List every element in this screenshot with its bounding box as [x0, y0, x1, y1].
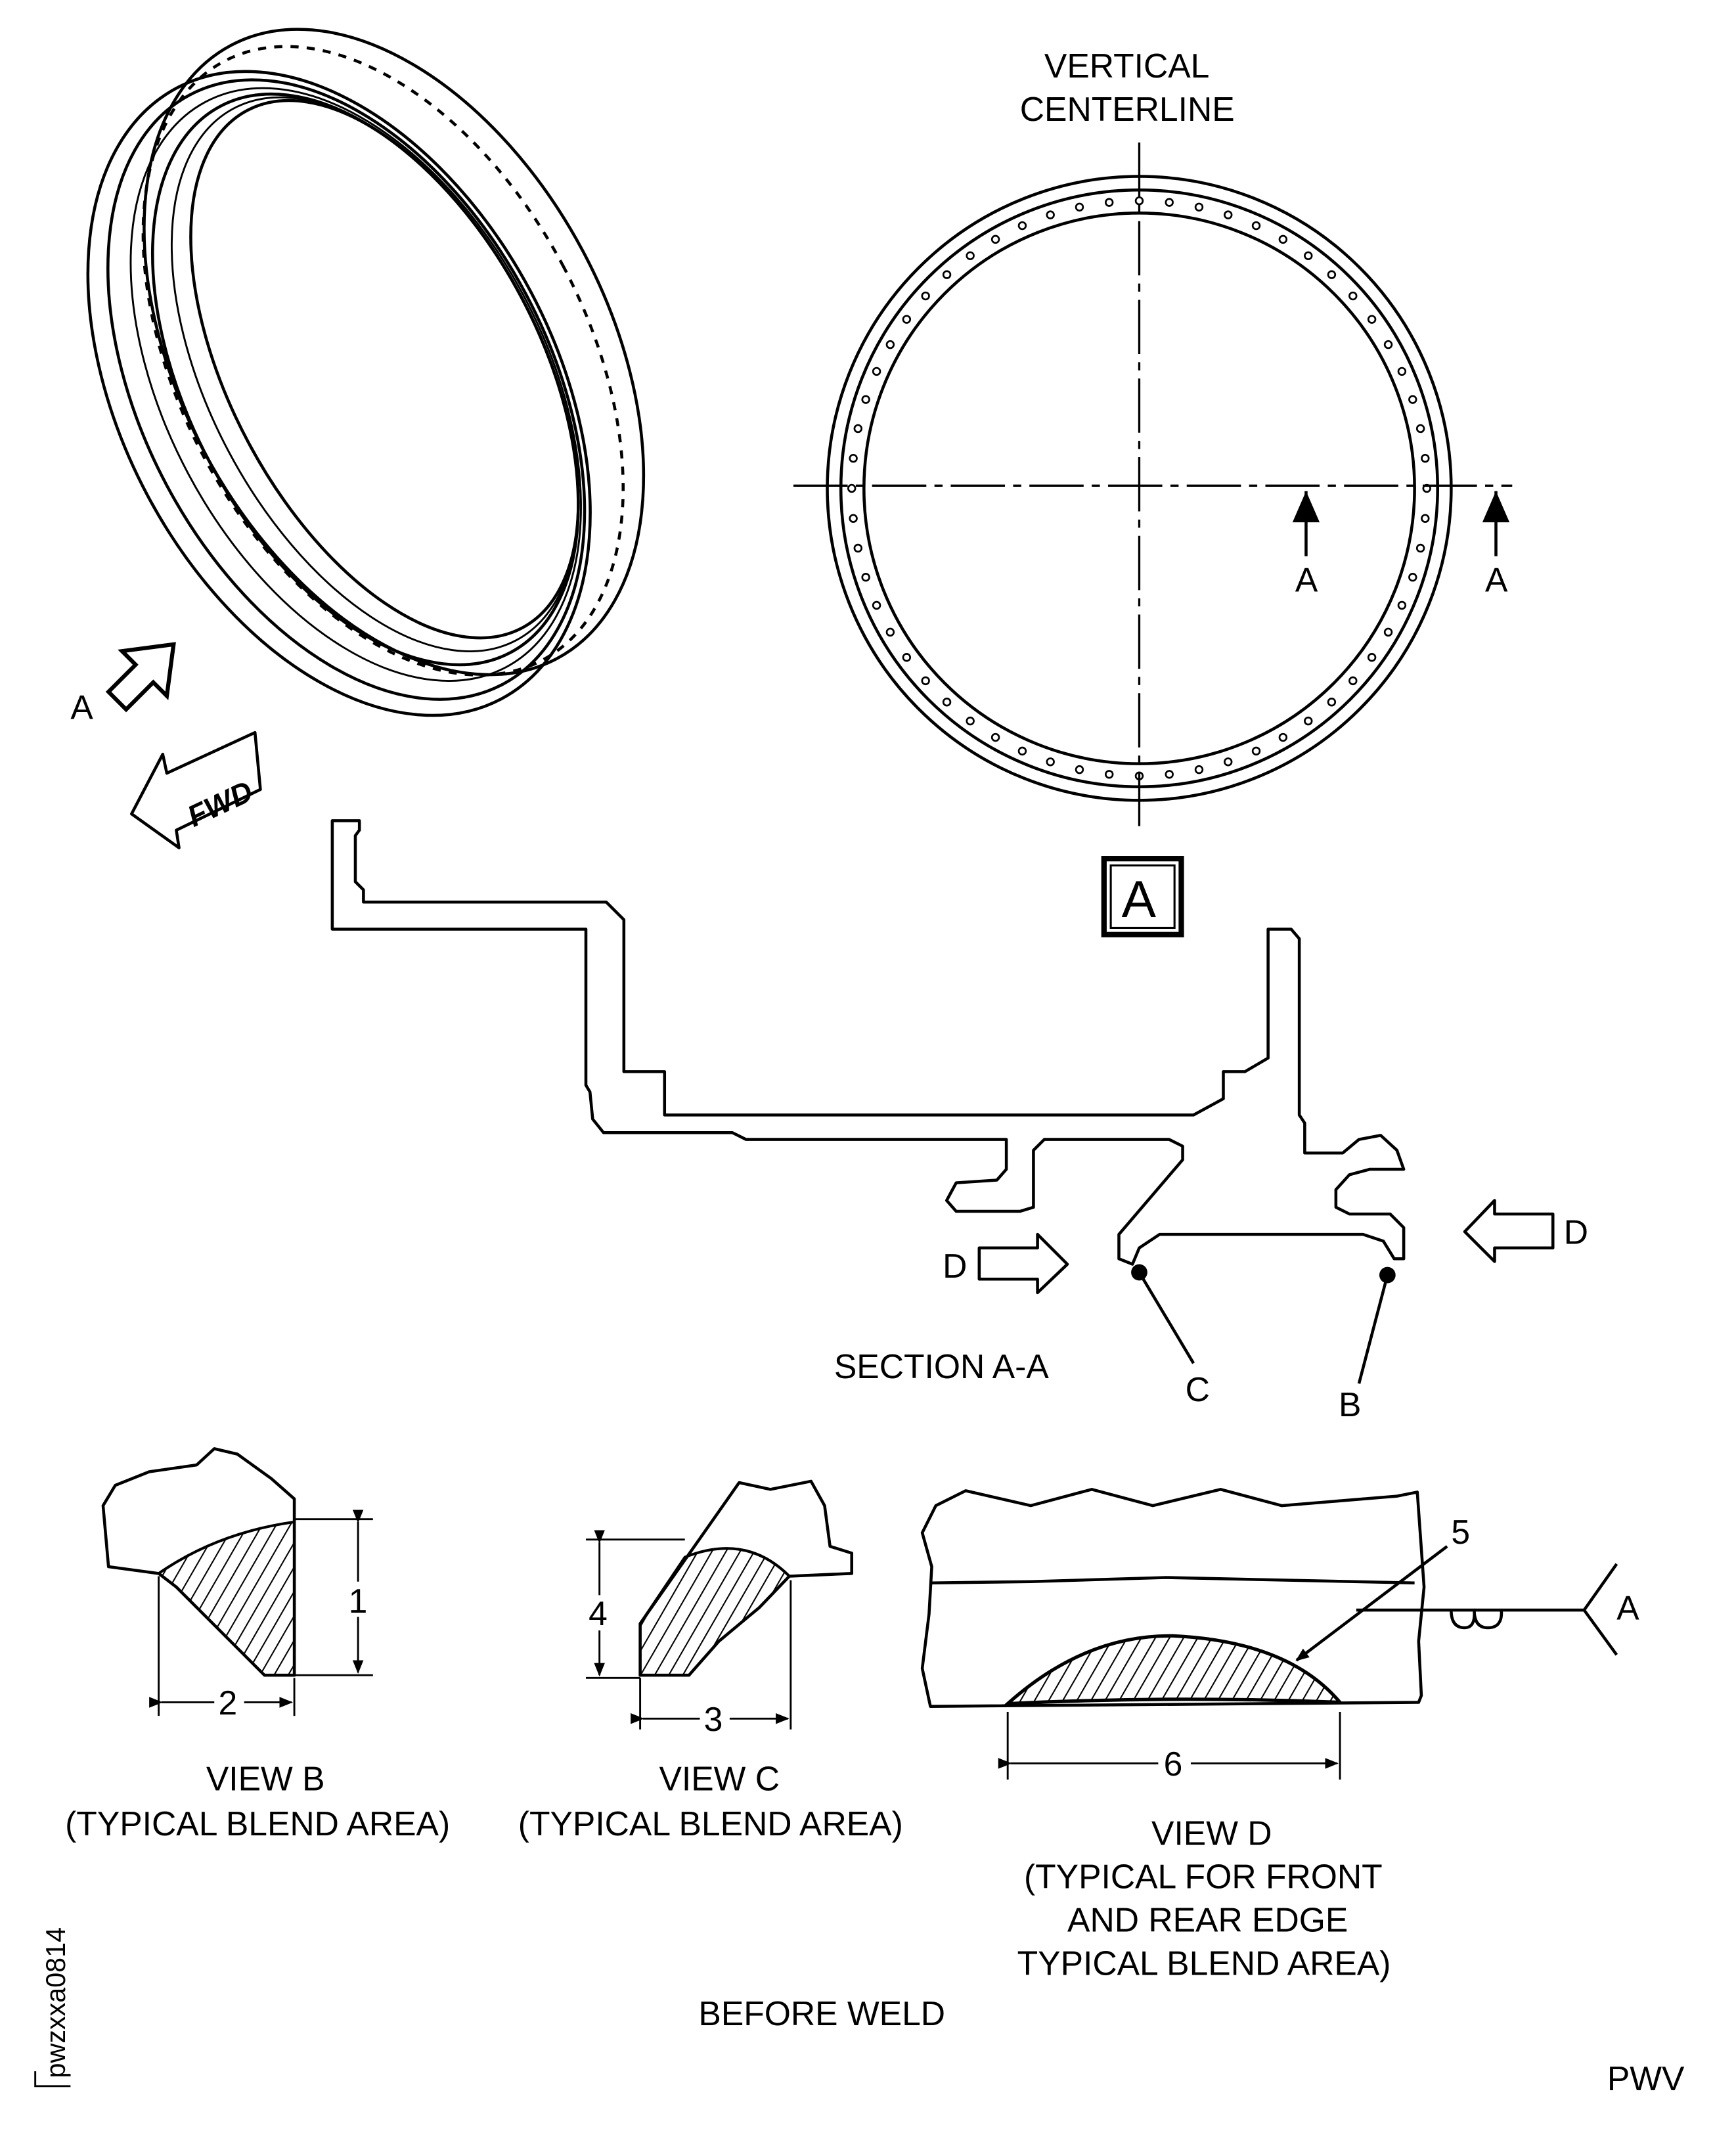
- view-d-label-right: D: [1564, 1213, 1588, 1251]
- bolt-hole: [1408, 573, 1417, 582]
- bolt-hole: [966, 716, 975, 726]
- bolt-hole: [921, 676, 930, 686]
- bolt-hole: [1278, 732, 1288, 742]
- view-d-subtitle-1: (TYPICAL FOR FRONT: [1024, 1857, 1383, 1895]
- callout-5: 5: [1451, 1513, 1470, 1551]
- bolt-hole: [1046, 757, 1055, 767]
- bolt-hole: [1165, 770, 1174, 779]
- bolt-hole: [942, 698, 952, 707]
- section-arrow-label-left: A: [1295, 560, 1318, 598]
- before-weld-label: BEFORE WELD: [698, 1994, 945, 2032]
- bolt-hole: [902, 653, 912, 662]
- bolt-hole: [1075, 765, 1084, 774]
- section-a-a: D D C B SECTION A-A: [330, 819, 1588, 1423]
- bolt-hole: [1383, 627, 1393, 637]
- bolt-hole: [849, 453, 858, 463]
- bolt-hole: [1304, 251, 1313, 261]
- bolt-hole: [990, 235, 1000, 244]
- bolt-hole: [1278, 235, 1288, 244]
- bolt-hole: [1017, 746, 1027, 756]
- vertical-centerline-label: VERTICAL: [1044, 47, 1209, 85]
- dim-1: 1: [349, 1582, 368, 1620]
- bolt-hole: [1194, 765, 1204, 774]
- bolt-hole: [861, 573, 870, 582]
- point-c-label: C: [1186, 1370, 1210, 1408]
- section-arrow-label-right: A: [1485, 560, 1508, 598]
- dim-4: 4: [589, 1594, 608, 1632]
- view-c-title: VIEW C: [659, 1760, 780, 1798]
- bolt-hole: [1327, 698, 1337, 707]
- view-a-marker-label: A: [70, 688, 93, 726]
- bolt-hole: [1224, 210, 1233, 219]
- bolt-hole: [1251, 746, 1261, 756]
- view-a-arrow: A: [70, 642, 176, 726]
- bolt-hole: [1105, 198, 1114, 207]
- view-d-title: VIEW D: [1151, 1814, 1272, 1852]
- view-a-box-label: A: [1122, 870, 1157, 928]
- bolt-hole: [1397, 367, 1407, 376]
- bolt-hole: [1383, 340, 1393, 349]
- bolt-hole: [1194, 202, 1204, 212]
- fwd-label: FWD: [182, 774, 257, 834]
- bolt-hole: [1367, 315, 1377, 324]
- view-d-subtitle-3: TYPICAL BLEND AREA): [1017, 1944, 1391, 1982]
- view-d: 5 A 6 VIEW D (TYPICAL FOR FRONT AND REAR…: [920, 1488, 1639, 1982]
- weld-symbol-ref: A: [1616, 1589, 1639, 1627]
- section-title: SECTION A-A: [834, 1347, 1049, 1385]
- bolt-hole: [872, 367, 881, 376]
- view-b-title: VIEW B: [206, 1760, 325, 1798]
- fwd-arrow: FWD: [130, 730, 262, 849]
- bolt-hole: [1421, 453, 1430, 463]
- vertical-centerline-label-2: CENTERLINE: [1020, 90, 1235, 128]
- bolt-hole: [1367, 653, 1377, 662]
- bolt-hole: [1134, 196, 1144, 206]
- view-d-label-left: D: [943, 1247, 967, 1285]
- bolt-hole: [885, 340, 895, 349]
- bolt-hole: [1408, 395, 1417, 404]
- bolt-hole: [942, 270, 952, 279]
- bolt-hole: [1105, 770, 1114, 779]
- view-d-subtitle-2: AND REAR EDGE: [1067, 1900, 1348, 1938]
- bolt-hole: [1075, 202, 1084, 212]
- bolt-hole: [1017, 221, 1027, 231]
- bolt-hole: [966, 251, 975, 261]
- bolt-hole: [921, 291, 930, 301]
- bolt-hole: [849, 514, 858, 523]
- bolt-hole: [1304, 716, 1313, 726]
- view-b-subtitle: (TYPICAL BLEND AREA): [65, 1804, 450, 1843]
- figure-id: pwzxxa0814: [41, 1927, 71, 2078]
- bolt-hole: [1421, 514, 1430, 523]
- bolt-hole: [1397, 600, 1407, 610]
- point-b-label: B: [1339, 1385, 1361, 1423]
- bolt-hole: [1327, 270, 1337, 279]
- bolt-hole: [853, 543, 862, 553]
- bolt-hole: [1348, 291, 1358, 301]
- bolt-hole: [1165, 198, 1174, 207]
- bolt-hole: [1415, 424, 1425, 434]
- bolt-hole: [990, 732, 1000, 742]
- view-b: 1 2 VIEW B (TYPICAL BLEND AREA): [65, 1447, 450, 1843]
- source-label: PWV: [1607, 2059, 1685, 2097]
- view-a-circle: VERTICAL CENTERLINE A A A: [793, 47, 1513, 937]
- dim-6: 6: [1164, 1745, 1183, 1783]
- view-c: 4 3 VIEW C (TYPICAL BLEND AREA): [518, 1479, 903, 1843]
- view-c-subtitle: (TYPICAL BLEND AREA): [518, 1804, 903, 1843]
- bolt-hole: [885, 627, 895, 637]
- bolt-hole: [902, 315, 912, 324]
- isometric-ring: [86, 28, 646, 717]
- bolt-hole: [1415, 543, 1425, 553]
- bolt-hole: [847, 483, 857, 493]
- dim-2: 2: [218, 1684, 237, 1722]
- bolt-hole: [861, 395, 870, 404]
- bolt-hole: [1251, 221, 1261, 231]
- bolt-hole: [1224, 757, 1233, 767]
- bolt-hole: [1046, 210, 1055, 219]
- dim-3: 3: [704, 1700, 723, 1738]
- bolt-hole: [1348, 676, 1358, 686]
- bolt-hole: [872, 600, 881, 610]
- bolt-hole: [853, 424, 862, 434]
